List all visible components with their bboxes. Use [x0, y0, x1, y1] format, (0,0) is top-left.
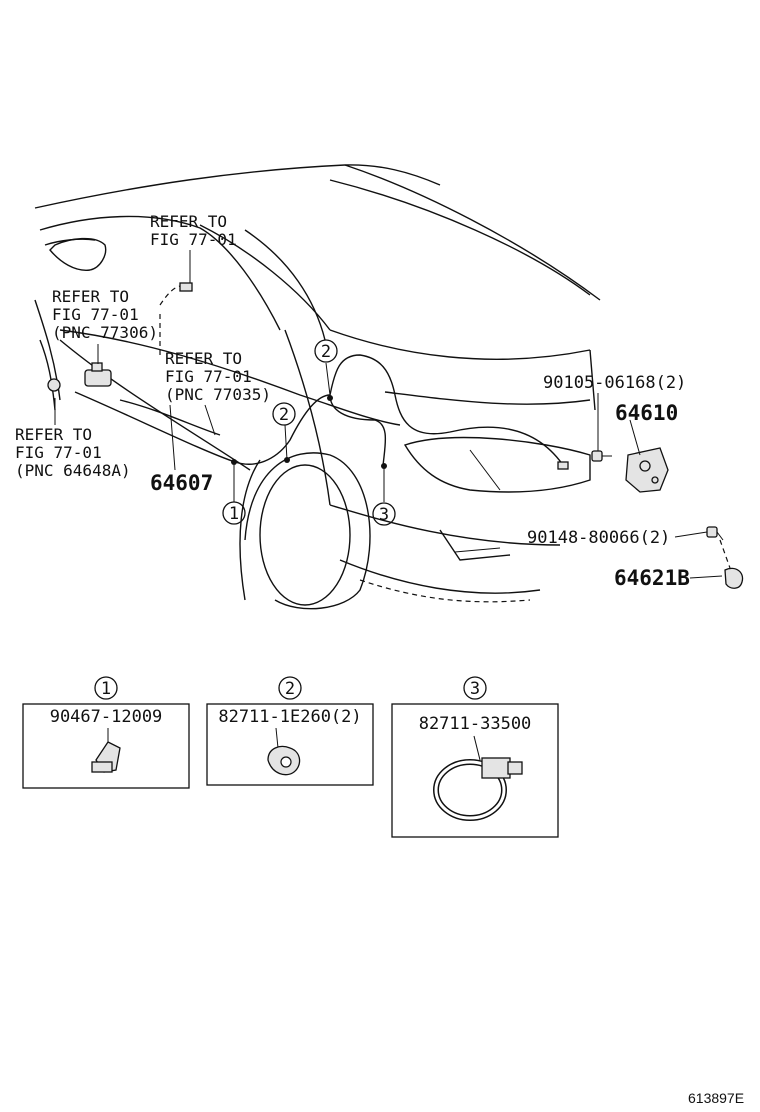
detail-box-2: 2 82711-1E260(2) — [206, 676, 374, 786]
refer-cable-line-2: FIG 77-01 — [165, 367, 252, 386]
svg-text:2: 2 — [279, 405, 289, 425]
refer-mirror-line-1: REFER TO — [52, 287, 129, 306]
detail-marker-1: 1 — [101, 679, 111, 699]
part-label-striker-bolt: 90148-80066(2) — [527, 528, 670, 548]
part-label-lock: 64610 — [615, 401, 678, 425]
refer-lower-line-1: REFER TO — [15, 425, 92, 444]
part-label-lock-bolt: 90105-06168(2) — [543, 373, 686, 393]
detail-box-1: 1 90467-12009 — [22, 676, 190, 789]
refer-lower-line-2: FIG 77-01 — [15, 443, 102, 462]
detail-part-number-2: 82711-1E260(2) — [218, 707, 361, 727]
clamp-marker-3: 3 — [372, 502, 396, 526]
opener-lever-icon — [47, 362, 112, 392]
clamp-icon — [267, 745, 301, 776]
release-cable — [74, 285, 566, 469]
band-clamp-icon — [433, 757, 523, 821]
svg-text:1: 1 — [229, 504, 239, 524]
trunk-lock-icon — [625, 447, 669, 493]
detail-box-3: 3 82711-33500 — [391, 676, 559, 838]
clamp-marker-1: 1 — [222, 501, 246, 525]
refer-mirror-line-3: (PNC 77306) — [52, 323, 158, 342]
refer-top-line-2: FIG 77-01 — [150, 230, 237, 249]
refer-lower-line-3: (PNC 64648A) — [15, 461, 131, 480]
callout-refer-mirror: REFER TO FIG 77-01 (PNC 77306) — [52, 287, 158, 342]
part-label-cable: 64607 — [150, 471, 213, 495]
detail-marker-2: 2 — [285, 679, 295, 699]
clamp-marker-2a: 2 — [272, 402, 296, 426]
striker-icon — [724, 567, 744, 589]
cable-end-icon — [557, 461, 569, 470]
detail-marker-3: 3 — [470, 679, 480, 699]
leader-lines — [54, 250, 731, 579]
figure-id: 613897E — [688, 1090, 744, 1106]
part-label-striker: 64621B — [614, 566, 690, 590]
refer-mirror-line-2: FIG 77-01 — [52, 305, 139, 324]
svg-text:2: 2 — [321, 342, 331, 362]
detail-part-number-1: 90467-12009 — [50, 707, 163, 727]
callout-refer-top: REFER TO FIG 77-01 — [150, 212, 237, 249]
connector-icon — [179, 282, 193, 292]
clip-icon — [91, 741, 121, 773]
callout-refer-lower: REFER TO FIG 77-01 (PNC 64648A) — [15, 425, 131, 480]
refer-cable-line-3: (PNC 77035) — [165, 385, 271, 404]
refer-cable-line-1: REFER TO — [165, 349, 242, 368]
clamp-marker-2b: 2 — [314, 339, 338, 363]
callout-refer-cable: REFER TO FIG 77-01 (PNC 77035) — [165, 349, 271, 404]
detail-part-number-3: 82711-33500 — [419, 714, 532, 734]
refer-top-line-1: REFER TO — [150, 212, 227, 231]
lock-bolt-icon — [591, 450, 612, 462]
striker-bolt-icon — [706, 526, 724, 541]
car-body-outline — [34, 164, 601, 610]
svg-text:3: 3 — [379, 505, 389, 525]
